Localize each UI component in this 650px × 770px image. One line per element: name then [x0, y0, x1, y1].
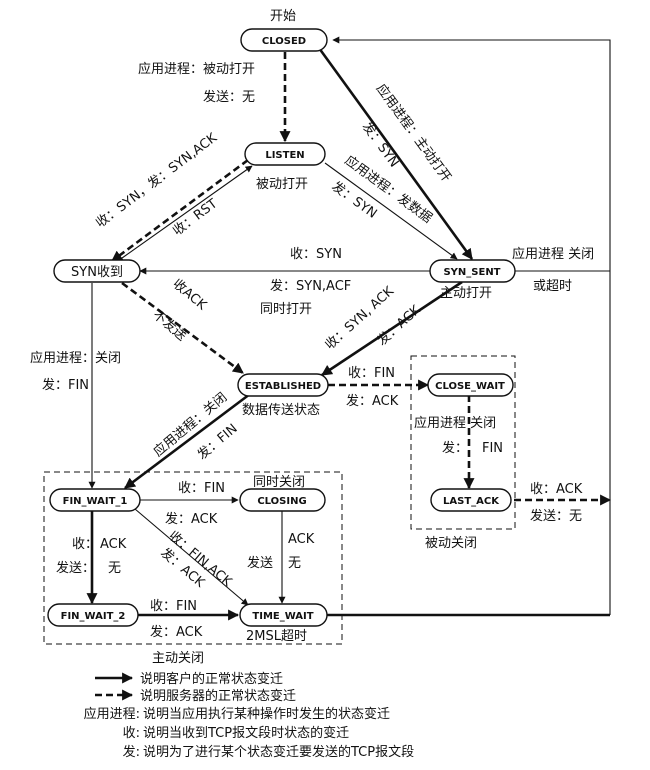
time-wait-caption: 2MSL超时	[246, 629, 307, 644]
label-fw1-fw2-send: 发送：	[56, 560, 95, 576]
passive-close-caption: 被动关闭	[425, 536, 477, 551]
label-la-closed-send: 发送：无	[530, 508, 582, 524]
label-fw1-closing-send: 发：ACK	[165, 511, 218, 527]
state-last-ack: LAST_ACK	[430, 488, 512, 512]
label-cw-la-send: 发：	[442, 440, 468, 456]
legend-snd-key: 发:	[123, 744, 140, 760]
svg-text:CLOSE_WAIT: CLOSE_WAIT	[435, 381, 505, 392]
svg-text:TIME_WAIT: TIME_WAIT	[252, 611, 313, 622]
label-la-closed-rcv: 收：ACK	[530, 482, 583, 497]
label-fw2-tw-send: 发：ACK	[150, 624, 203, 640]
active-close-region	[43, 471, 343, 645]
state-time-wait: TIME_WAIT	[239, 603, 328, 627]
edge-closed-synsent	[317, 47, 474, 260]
label-closed-synsent-send: 发：SYN	[359, 119, 402, 170]
svg-text:FIN_WAIT_2: FIN_WAIT_2	[61, 611, 126, 622]
label-synsent-timeout: 或超时	[533, 279, 572, 294]
label-est-cw-send: 发：ACK	[346, 393, 399, 409]
label-fw1-closing-rcv: 收：FIN	[178, 481, 225, 496]
label-closed-listen-send: 发送：无	[203, 89, 255, 105]
svg-text:CLOSING: CLOSING	[257, 496, 306, 507]
state-fin-wait-2: FIN_WAIT_2	[47, 603, 139, 627]
legend-snd-text: 说明为了进行某个状态变迁要发送的TCP报文段	[143, 744, 414, 760]
label-cw-la-fin: FIN	[482, 441, 503, 456]
label-synrcvd-fw1-app: 应用进程：关闭	[30, 350, 121, 366]
label-synsent-close: 应用进程 关闭	[512, 246, 594, 262]
listen-caption: 被动打开	[256, 177, 308, 192]
label-cw-la-app: 应用进程 关闭	[414, 415, 496, 431]
label-closing-tw-none: 无	[288, 556, 301, 571]
active-close-caption: 主动关闭	[152, 651, 204, 666]
edge-established-finwait1	[124, 392, 251, 490]
svg-text:LISTEN: LISTEN	[265, 150, 304, 161]
edge-listen-synrcvd	[111, 158, 249, 263]
legend-app-key: 应用进程:	[84, 706, 140, 722]
svg-text:FIN_WAIT_1: FIN_WAIT_1	[63, 496, 128, 507]
edge-finwait1-timewait	[134, 508, 249, 606]
label-fw2-tw-rcv: 收：FIN	[150, 599, 197, 614]
start-label: 开始	[270, 9, 296, 24]
label-synrcvd-est-rcv: 收ACK	[169, 277, 209, 314]
state-fin-wait-1: FIN_WAIT_1	[49, 488, 141, 512]
legend-rcv-key: 收:	[123, 726, 140, 741]
label-fw1-fw2-none: 无	[108, 561, 121, 576]
state-listen: LISTEN	[244, 142, 326, 166]
label-fw1-fw2-ack: ACK	[100, 537, 127, 552]
state-established: ESTABLISHED	[237, 373, 329, 397]
label-synrcvd-est-none: 不发送	[149, 307, 189, 344]
label-synrcvd-listen: 收：RST	[170, 196, 220, 239]
return-line-closed	[332, 36, 611, 615]
state-closing: CLOSING	[239, 488, 326, 512]
label-est-fw1-send: 发：FIN	[194, 421, 240, 463]
label-synrcvd-fw1-send: 发：FIN	[42, 377, 89, 393]
label-synsent-synrcvd-rcv: 收：SYN	[290, 247, 342, 262]
legend-server-text: 说明服务器的正常状态变迁	[140, 688, 296, 704]
svg-text:SYN_SENT: SYN_SENT	[443, 267, 500, 278]
label-fw1-fw2-rcv: 收：	[72, 537, 98, 552]
established-caption: 数据传送状态	[242, 403, 320, 418]
label-closed-synsent-app: 应用进程：主动打开	[373, 81, 455, 185]
state-close-wait: CLOSE_WAIT	[427, 373, 514, 397]
state-syn-sent: SYN_SENT	[429, 259, 516, 283]
svg-text:CLOSED: CLOSED	[262, 36, 306, 47]
svg-text:SYN收到: SYN收到	[71, 265, 123, 280]
edge-synrcvd-established	[121, 281, 244, 375]
legend: 说明客户的正常状态变迁 说明服务器的正常状态变迁 应用进程: 说明当应用执行某种…	[84, 671, 415, 760]
simultaneous-close-caption: 同时关闭	[253, 475, 305, 490]
label-closing-tw-ack: ACK	[288, 532, 315, 547]
svg-text:LAST_ACK: LAST_ACK	[443, 496, 500, 507]
legend-client-text: 说明客户的正常状态变迁	[140, 671, 283, 687]
svg-text:ESTABLISHED: ESTABLISHED	[245, 381, 321, 392]
edge-synsent-established	[321, 280, 463, 377]
state-closed: CLOSED	[240, 28, 328, 52]
label-est-cw-rcv: 收：FIN	[348, 366, 395, 381]
passive-close-region	[410, 355, 516, 530]
label-simultaneous-open: 同时打开	[260, 302, 312, 317]
edge-synrcvd-listen	[114, 165, 253, 264]
state-syn-rcvd: SYN收到	[53, 259, 141, 283]
label-synsent-synrcvd-send: 发：SYN,ACF	[270, 278, 351, 294]
legend-rcv-text: 说明当收到TCP报文段时状态的变迁	[143, 725, 349, 741]
synsent-caption: 主动打开	[440, 286, 492, 301]
legend-app-text: 说明当应用执行某种操作时发生的状态变迁	[143, 706, 390, 722]
label-closing-tw-send: 发送	[247, 555, 273, 571]
label-closed-listen-app: 应用进程：被动打开	[138, 61, 255, 77]
edge-listen-synsent	[324, 162, 458, 260]
